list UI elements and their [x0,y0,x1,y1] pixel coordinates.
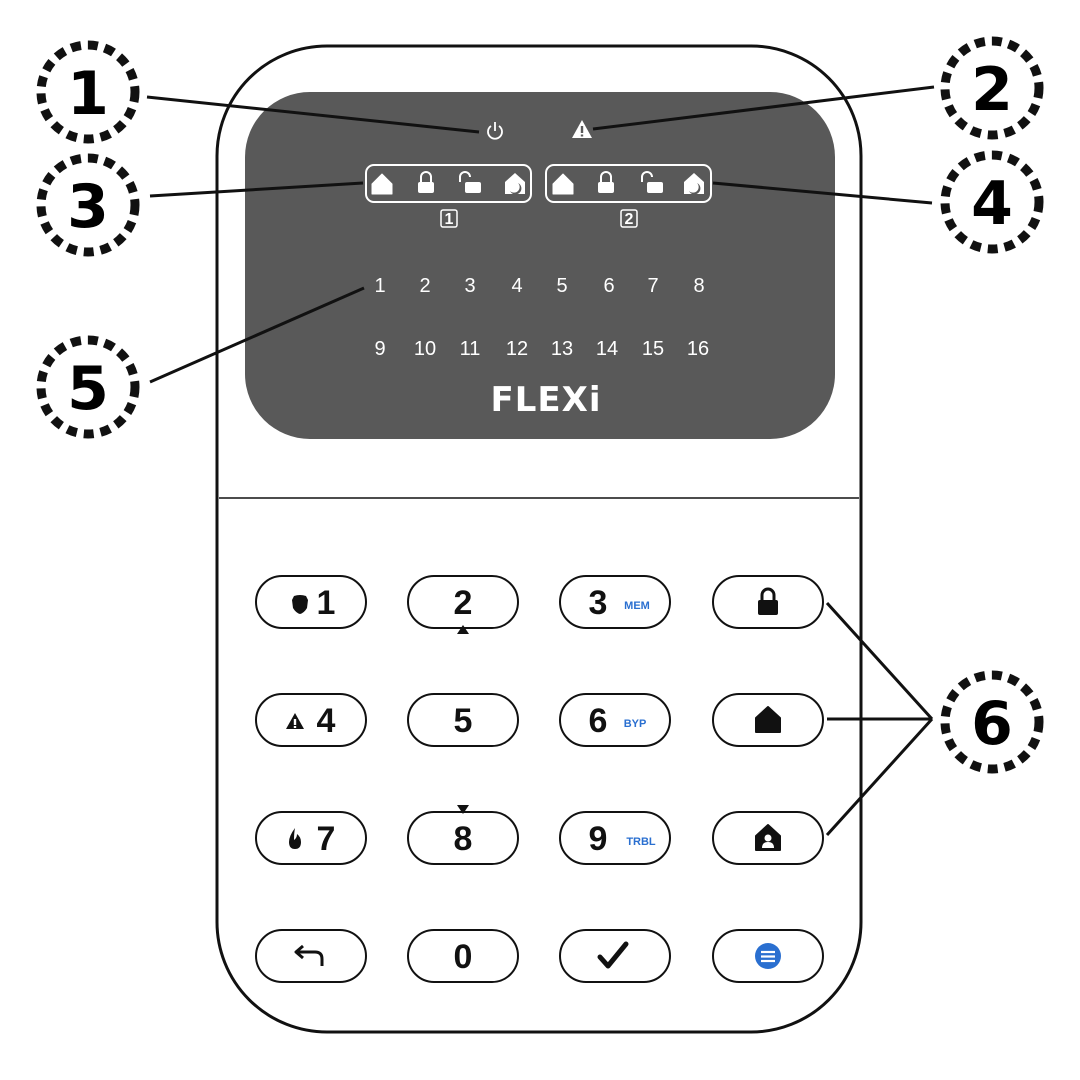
zone-number: 12 [506,338,528,360]
svg-text:MEM: MEM [624,600,650,612]
svg-text:5: 5 [67,354,109,424]
zone-row-1: 1 2 3 4 5 6 7 8 [374,275,704,297]
callout-6-leader [825,717,934,837]
callout-4-badge: 4 [940,150,1044,254]
night-icon [505,173,525,195]
power-icon [487,122,503,140]
callout-3-badge: 3 [36,153,140,257]
key-3-button[interactable]: 3 MEM [559,575,671,629]
svg-text:BYP: BYP [624,718,647,730]
key-5-button[interactable]: 5 [407,693,519,747]
svg-text:3: 3 [589,584,608,622]
svg-text:4: 4 [971,169,1013,239]
key-7-button[interactable]: 7 [255,811,367,865]
zone-number: 10 [414,338,436,360]
key-8-button[interactable]: 8 [407,805,519,865]
callout-1-leader [146,95,480,134]
partition-1-badge [440,209,458,228]
night-icon [684,173,704,195]
svg-text:6: 6 [589,702,608,740]
callout-5-badge: 5 [36,335,140,439]
svg-text:0: 0 [454,938,473,976]
svg-text:4: 4 [317,702,336,740]
display-panel [245,92,835,439]
svg-text:8: 8 [454,820,473,858]
callout-6-leader [825,601,934,721]
zone-number: 5 [556,275,567,297]
key-4-button[interactable]: 4 [255,693,367,747]
partition-1-box [365,164,532,203]
menu-icon [755,943,781,969]
zone-number: 1 [374,275,385,297]
arm-night-button[interactable] [712,693,824,747]
police-icon [292,595,308,614]
svg-text:9: 9 [589,820,608,858]
callout-1-badge: 1 [36,40,140,144]
zone-number: 6 [603,275,614,297]
zone-number: 3 [464,275,475,297]
partition-2-label: 2 [625,211,634,228]
svg-text:6: 6 [971,689,1013,759]
svg-text:3: 3 [67,172,109,242]
warning-icon [572,120,592,138]
lock-icon [758,587,778,615]
menu-button[interactable] [712,929,824,983]
fire-icon [289,828,301,849]
zone-number: 2 [419,275,430,297]
callout-5-leader [149,286,365,384]
lock-icon [598,171,614,193]
down-arrow-icon [457,805,469,814]
key-0-button[interactable]: 0 [407,929,519,983]
callout-2-badge: 2 [940,36,1044,140]
svg-text:TRBL: TRBL [626,836,656,848]
zone-number: 7 [647,275,658,297]
svg-text:2: 2 [454,584,473,622]
partition-2-badge [620,209,638,228]
key-1-button[interactable]: 1 [255,575,367,629]
home-icon [371,173,393,195]
lock-icon [418,171,434,193]
zone-number: 11 [460,338,481,360]
zone-number: 9 [374,338,385,360]
zone-number: 8 [693,275,704,297]
callout-4-leader [712,181,933,205]
svg-text:7: 7 [317,820,336,858]
zone-number: 16 [687,338,709,360]
night-mode-icon [755,706,781,733]
key-9-button[interactable]: 9 TRBL [559,811,671,865]
zone-number: 13 [551,338,573,360]
back-arrow-icon [294,944,324,966]
confirm-button[interactable] [559,929,671,983]
zone-number: 15 [642,338,664,360]
zone-number: 14 [596,338,618,360]
checkmark-icon [597,941,629,969]
zone-row-2: 9 10 11 12 13 14 15 16 [374,338,709,360]
key-2-button[interactable]: 2 [407,575,519,634]
svg-text:1: 1 [317,584,336,622]
unlock-icon [641,171,663,193]
unlock-icon [459,171,481,193]
partition-2-box [545,164,712,203]
stay-mode-icon [755,824,781,851]
callout-6-badge: 6 [940,670,1044,774]
svg-text:5: 5 [454,702,473,740]
callout-2-leader [592,85,935,131]
back-button[interactable] [255,929,367,983]
home-icon [552,173,574,195]
arm-stay-button[interactable] [712,811,824,865]
brand-logo: FLEXi [491,380,602,420]
key-6-button[interactable]: 6 BYP [559,693,671,747]
svg-text:2: 2 [971,55,1013,125]
arm-away-button[interactable] [712,575,824,629]
zone-number: 4 [511,275,522,297]
panic-icon [286,713,304,729]
callout-3-leader [149,181,364,198]
partition-1-label: 1 [445,211,454,228]
svg-text:1: 1 [67,59,109,129]
up-arrow-icon [457,625,469,634]
